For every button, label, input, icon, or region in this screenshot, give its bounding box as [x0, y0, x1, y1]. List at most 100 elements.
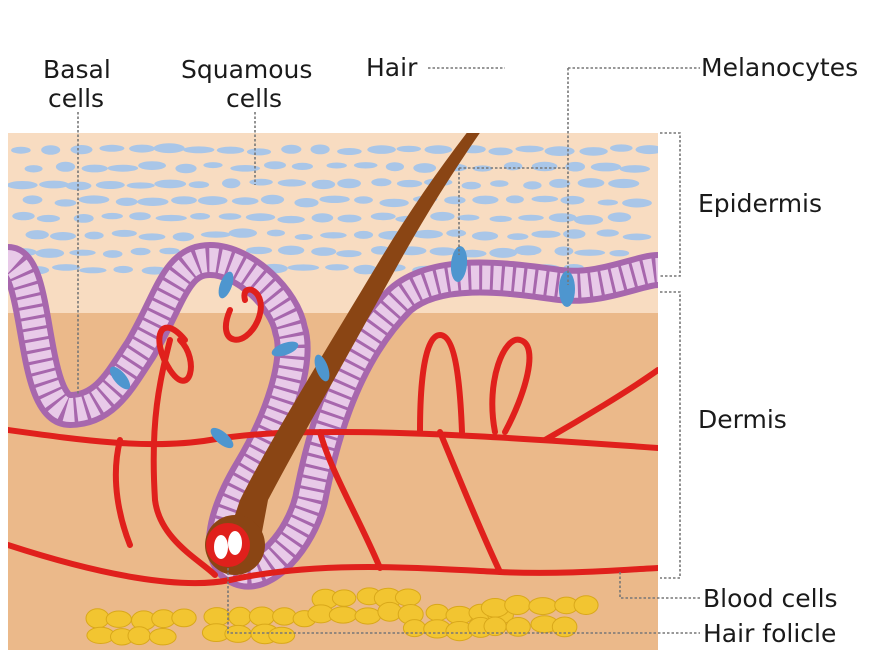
squamous-cell	[249, 179, 272, 186]
squamous-cell	[129, 212, 151, 220]
squamous-cell	[261, 195, 284, 205]
squamous-cell	[507, 233, 528, 240]
squamous-cell	[311, 145, 330, 155]
squamous-cell	[312, 213, 334, 222]
fat-cell	[505, 596, 530, 615]
fat-cell	[204, 608, 230, 626]
squamous-cell	[189, 181, 209, 188]
squamous-cell	[264, 161, 286, 169]
squamous-cells-label-line2: cells	[226, 84, 282, 113]
squamous-cell	[203, 162, 222, 168]
fat-cell	[529, 598, 557, 615]
squamous-cell	[39, 181, 69, 189]
squamous-cell	[574, 250, 605, 256]
squamous-cell	[246, 247, 272, 254]
squamous-cell	[610, 144, 633, 151]
squamous-cell	[156, 215, 187, 221]
squamous-cell	[354, 162, 378, 168]
squamous-cell	[462, 182, 481, 190]
squamous-cell	[336, 250, 361, 257]
squamous-cell	[327, 163, 347, 169]
fat-cell	[355, 608, 381, 624]
squamous-cell	[549, 213, 577, 222]
fat-cell	[249, 607, 274, 626]
squamous-cell	[504, 162, 522, 170]
squamous-cell	[622, 199, 652, 208]
squamous-cell	[597, 229, 619, 236]
fat-cell	[229, 607, 251, 626]
squamous-cell	[183, 146, 214, 153]
squamous-cell	[413, 163, 436, 173]
fat-cell	[552, 617, 577, 637]
squamous-cell	[354, 231, 373, 239]
squamous-cell	[598, 200, 618, 206]
squamous-cell	[96, 181, 125, 189]
squamous-cell	[623, 234, 652, 241]
squamous-cell	[277, 216, 304, 223]
squamous-cell	[320, 232, 347, 238]
squamous-cell	[99, 145, 124, 152]
squamous-cell	[488, 148, 512, 156]
squamous-cell	[549, 179, 570, 188]
squamous-cell	[267, 230, 285, 237]
squamous-cell	[154, 143, 185, 153]
fat-cell	[329, 607, 357, 623]
squamous-cell	[25, 165, 43, 172]
squamous-cell	[578, 178, 605, 188]
squamous-cell	[294, 198, 318, 207]
squamous-cell	[278, 246, 304, 255]
squamous-cell	[127, 182, 155, 188]
squamous-cell	[74, 214, 94, 223]
epidermis-label: Epidermis	[698, 189, 822, 218]
squamous-cell	[371, 178, 391, 186]
squamous-cell	[489, 248, 517, 258]
squamous-cell	[50, 232, 76, 240]
dermis-label: Dermis	[698, 405, 787, 434]
squamous-cell	[472, 232, 498, 241]
squamous-cell	[173, 232, 194, 241]
squamous-cell	[292, 163, 313, 170]
squamous-cell	[338, 215, 362, 223]
squamous-cell	[138, 161, 166, 170]
squamous-cell	[229, 228, 257, 237]
squamous-cell	[386, 162, 404, 171]
squamous-cell	[506, 195, 524, 203]
squamous-cells-label: Squamous	[181, 55, 312, 84]
melanocytes-label: Melanocytes	[701, 53, 858, 82]
squamous-cell	[532, 162, 558, 172]
squamous-cell	[103, 250, 123, 258]
squamous-cell	[232, 197, 259, 205]
squamous-cell	[55, 199, 77, 206]
squamous-cell	[457, 215, 479, 221]
fat-cell	[574, 596, 598, 615]
squamous-cell	[379, 199, 408, 207]
squamous-cell	[56, 162, 75, 172]
squamous-cell	[325, 264, 349, 270]
squamous-cell	[154, 180, 186, 189]
squamous-cell	[171, 196, 197, 204]
squamous-cell	[198, 196, 228, 205]
squamous-cell	[312, 180, 336, 189]
squamous-cell	[41, 145, 60, 155]
squamous-cell	[82, 165, 108, 173]
squamous-cell	[430, 212, 454, 221]
fat-cell	[269, 627, 295, 643]
squamous-cell	[246, 213, 275, 221]
squamous-cell	[337, 179, 361, 189]
squamous-cell	[354, 196, 373, 203]
squamous-cell	[490, 180, 508, 187]
squamous-cell	[367, 145, 396, 154]
squamous-cell	[69, 250, 95, 256]
squamous-cell	[609, 250, 629, 256]
squamous-cell	[545, 146, 575, 156]
fat-cell	[128, 627, 150, 645]
hair-papilla	[206, 523, 250, 567]
squamous-cell	[319, 196, 349, 203]
squamous-cell	[12, 212, 34, 220]
squamous-cell	[129, 145, 155, 153]
squamous-cell	[608, 212, 631, 222]
fat-cell	[403, 620, 425, 637]
squamous-cell	[217, 147, 244, 154]
squamous-cell	[37, 215, 60, 222]
